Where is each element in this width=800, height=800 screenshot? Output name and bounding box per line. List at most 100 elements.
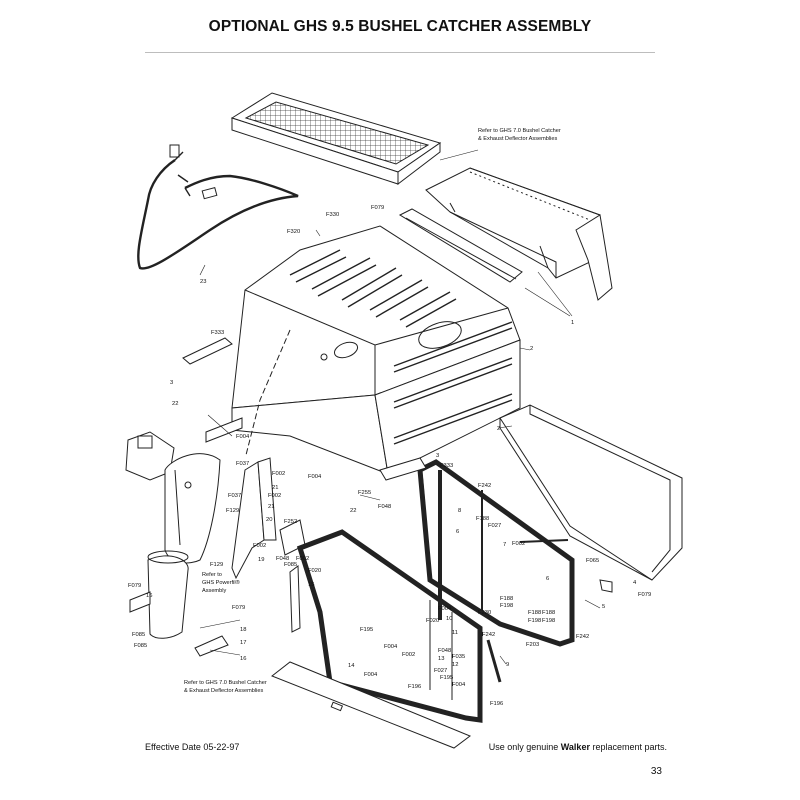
part-label: F198	[542, 618, 555, 624]
footer-note-suffix: replacement parts.	[589, 742, 667, 752]
ref-powerfil-line1: Refer to	[202, 572, 222, 578]
exhaust-deflector-part	[425, 167, 613, 301]
hopper-body-part	[231, 225, 521, 475]
part-label: F020	[308, 568, 321, 574]
part-label: F002	[512, 541, 525, 547]
footer-note-prefix: Use only genuine	[488, 742, 561, 752]
title-divider	[145, 52, 655, 53]
part-label: F129	[226, 508, 239, 514]
part-label: F020	[426, 618, 439, 624]
part-label: F333	[440, 463, 453, 469]
part-label: 6	[546, 576, 549, 582]
part-label: 2	[497, 426, 500, 432]
part-label: F195	[440, 675, 453, 681]
top-screen-part	[230, 92, 442, 186]
front-frame-part	[296, 529, 502, 723]
part-label: 17	[240, 640, 246, 646]
ref-powerfil-line2: GHS Powerfil®	[202, 579, 241, 586]
part-label: F027	[488, 523, 501, 529]
ref-top-line2: & Exhaust Deflector Assemblies	[478, 136, 557, 142]
part-label: F079	[638, 592, 651, 598]
part-label: F230	[478, 610, 491, 616]
part-label: 18	[240, 627, 246, 633]
part-label: 16	[240, 656, 246, 662]
part-label: 2	[530, 346, 533, 352]
rear-frame-part	[417, 459, 613, 647]
part-label: 20	[266, 517, 272, 523]
bracket-center-part	[379, 457, 427, 481]
part-label: F079	[232, 605, 245, 611]
part-label: F004	[236, 434, 250, 440]
part-label: F188	[542, 610, 555, 616]
part-label: F203	[526, 642, 539, 648]
part-label: 9	[506, 662, 509, 668]
part-label: 10	[446, 616, 452, 622]
part-label: 12	[452, 662, 458, 668]
part-label: F048	[276, 556, 289, 562]
part-label: F196	[490, 701, 503, 707]
part-label: F048	[438, 648, 451, 654]
effective-date: Effective Date 05-22-97	[145, 742, 240, 752]
part-label: F002	[268, 493, 281, 499]
part-label: F242	[478, 483, 491, 489]
powerfil-blower-part	[125, 431, 221, 639]
part-label: 8	[458, 508, 461, 514]
part-label: F195	[360, 627, 373, 633]
part-label: 13	[438, 656, 444, 662]
part-label: F252	[284, 519, 297, 525]
part-label: 7	[503, 542, 506, 548]
deflector-strip-part	[398, 208, 523, 283]
side-panel-part	[499, 404, 683, 581]
part-label: F004	[452, 682, 466, 688]
part-label: 19	[258, 557, 264, 563]
part-label: 11	[452, 630, 458, 636]
part-label: 21	[268, 504, 274, 510]
page-number: 33	[650, 766, 662, 777]
part-label: 23	[200, 279, 206, 285]
part-label: F196	[408, 684, 421, 690]
part-label: F242	[482, 632, 495, 638]
part-label: F333	[211, 330, 224, 336]
part-label: F004	[438, 606, 452, 612]
part-label: F198	[500, 603, 513, 609]
part-label: F035	[452, 654, 465, 660]
bottom-plate-part	[271, 661, 472, 749]
left-rails-part	[231, 457, 306, 633]
part-label: 4	[633, 580, 637, 586]
part-label: 21	[272, 485, 278, 491]
part-label: 1	[571, 320, 574, 326]
part-label: 22	[350, 508, 356, 514]
part-label: F188	[476, 516, 489, 522]
part-label: F065	[586, 558, 599, 564]
part-label: F085	[284, 562, 297, 568]
part-label: 15	[308, 582, 314, 588]
part-label: 6	[456, 529, 459, 535]
part-label: F004	[308, 474, 322, 480]
part-label: F002	[296, 556, 309, 562]
part-label: 14	[348, 663, 355, 669]
part-label: 22	[172, 401, 178, 407]
part-label: F002	[272, 471, 285, 477]
part-label: F085	[134, 643, 147, 649]
part-label: F002	[253, 543, 266, 549]
part-label: F188	[528, 610, 541, 616]
part-label: F242	[576, 634, 589, 640]
part-label: F330	[326, 212, 339, 218]
footer-note-brand: Walker	[560, 742, 590, 752]
part-label: 5	[602, 604, 605, 610]
part-label: F320	[287, 229, 300, 235]
part-label: F002	[402, 652, 415, 658]
page-title: OPTIONAL GHS 9.5 BUSHEL CATCHER ASSEMBLY	[208, 18, 592, 35]
ref-bottom-line2: & Exhaust Deflector Assemblies	[184, 688, 263, 694]
part-label: F004	[384, 644, 398, 650]
wire-harness-part	[137, 144, 299, 270]
part-label: F027	[434, 668, 447, 674]
part-label: 16	[146, 593, 152, 599]
part-label: F079	[128, 583, 141, 589]
part-label: F048	[378, 504, 391, 510]
part-label: F085	[132, 632, 145, 638]
part-label: F188	[500, 596, 513, 602]
footer-note: Use only genuine Walker replacement part…	[489, 742, 667, 752]
part-label: F079	[371, 205, 384, 211]
